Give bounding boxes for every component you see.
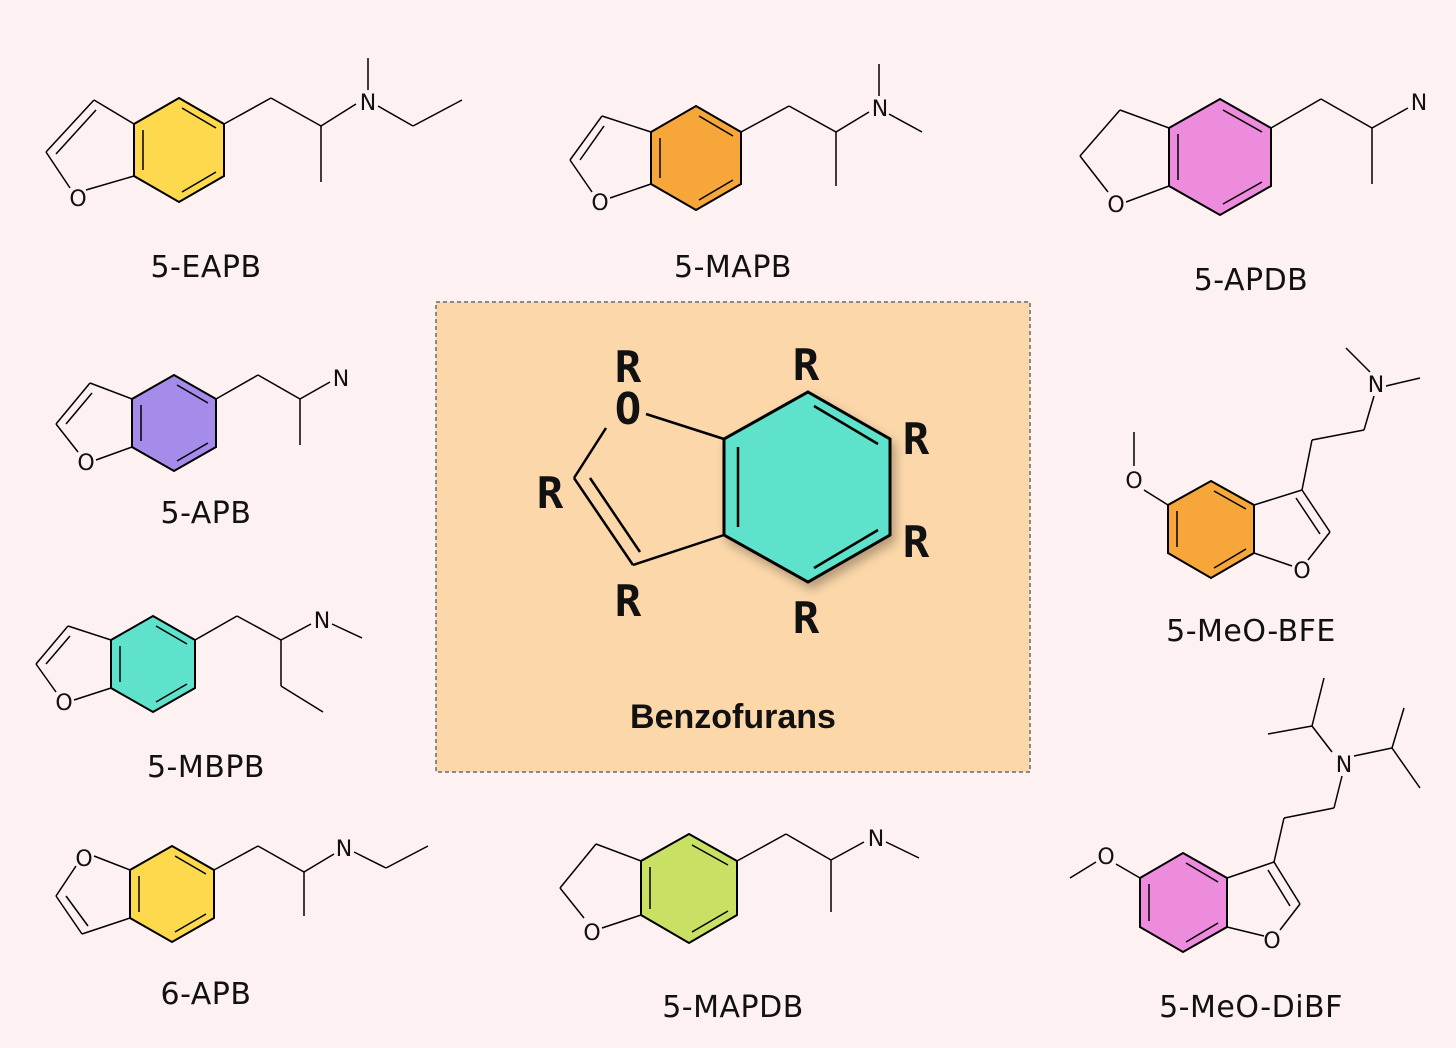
molecule-5-mapdb: O N: [559, 827, 920, 946]
core-r-label: R: [615, 342, 642, 393]
core-r-label: R: [793, 593, 820, 644]
center-title: Benzofurans: [630, 698, 836, 736]
core-r-label: R: [615, 576, 642, 627]
oxygen-label: O: [583, 921, 600, 946]
aromatic-ring: [650, 104, 742, 212]
molecule-5-meo-dibf: O O N: [1069, 677, 1421, 954]
molecule-name-5-mapb: 5-MAPB: [674, 250, 792, 285]
molecule-5-apdb: O N: [1079, 91, 1427, 218]
oxygen-label: O: [1293, 559, 1310, 584]
aromatic-ring: [1139, 851, 1228, 954]
aromatic-ring: [110, 614, 196, 714]
oxygen-label: O: [55, 691, 72, 716]
methoxy-oxygen-label: O: [1125, 469, 1142, 494]
aromatic-ring: [1167, 479, 1255, 580]
molecule-name-5-meo-bfe: 5-MeO-BFE: [1166, 614, 1336, 649]
core-r-label: R: [793, 340, 820, 391]
oxygen-label: O: [77, 451, 94, 476]
nitrogen-label: N: [333, 367, 349, 392]
core-oxygen-label: O: [615, 384, 642, 435]
molecule-name-6-apb: 6-APB: [160, 977, 252, 1012]
molecule-name-5-apdb: 5-APDB: [1193, 263, 1309, 298]
nitrogen-label: N: [360, 91, 376, 116]
molecule-5-mapb: O N: [569, 64, 923, 216]
molecule-name-5-mapdb: 5-MAPDB: [662, 990, 804, 1025]
aromatic-ring: [131, 373, 217, 473]
molecule-5-apb: O N: [55, 367, 349, 476]
core-r-label: R: [537, 468, 564, 519]
aromatic-ring: [133, 96, 225, 204]
aromatic-ring: [129, 844, 215, 944]
oxygen-label: O: [69, 187, 86, 212]
nitrogen-label: N: [872, 97, 888, 122]
aromatic-ring: [1168, 97, 1272, 217]
nitrogen-label: N: [868, 827, 884, 852]
nitrogen-label: N: [314, 609, 330, 634]
benzofuran-core-structure: O R R R R R R R: [537, 340, 930, 644]
nitrogen-label: N: [1336, 753, 1352, 778]
oxygen-label: O: [1263, 929, 1280, 954]
nitrogen-label: N: [336, 837, 352, 862]
molecule-5-mbpb: O N: [35, 609, 363, 716]
molecule-6-apb: O N: [55, 837, 429, 944]
oxygen-label: O: [1107, 193, 1124, 218]
molecule-name-5-meo-dibf: 5-MeO-DiBF: [1159, 990, 1343, 1025]
oxygen-label: O: [591, 191, 608, 216]
molecule-name-5-apb: 5-APB: [160, 496, 252, 531]
core-r-label: R: [903, 517, 930, 568]
aromatic-ring: [640, 832, 738, 945]
nitrogen-label: N: [1368, 373, 1384, 398]
core-r-label: R: [903, 414, 930, 465]
molecule-5-meo-bfe: O O N: [1125, 347, 1421, 584]
oxygen-label: O: [75, 847, 92, 872]
molecule-name-5-eapb: 5-EAPB: [150, 250, 262, 285]
molecule-5-eapb: O N: [45, 58, 463, 212]
molecule-name-5-mbpb: 5-MBPB: [146, 750, 266, 785]
nitrogen-label: N: [1411, 91, 1427, 116]
methoxy-oxygen-label: O: [1097, 845, 1114, 870]
